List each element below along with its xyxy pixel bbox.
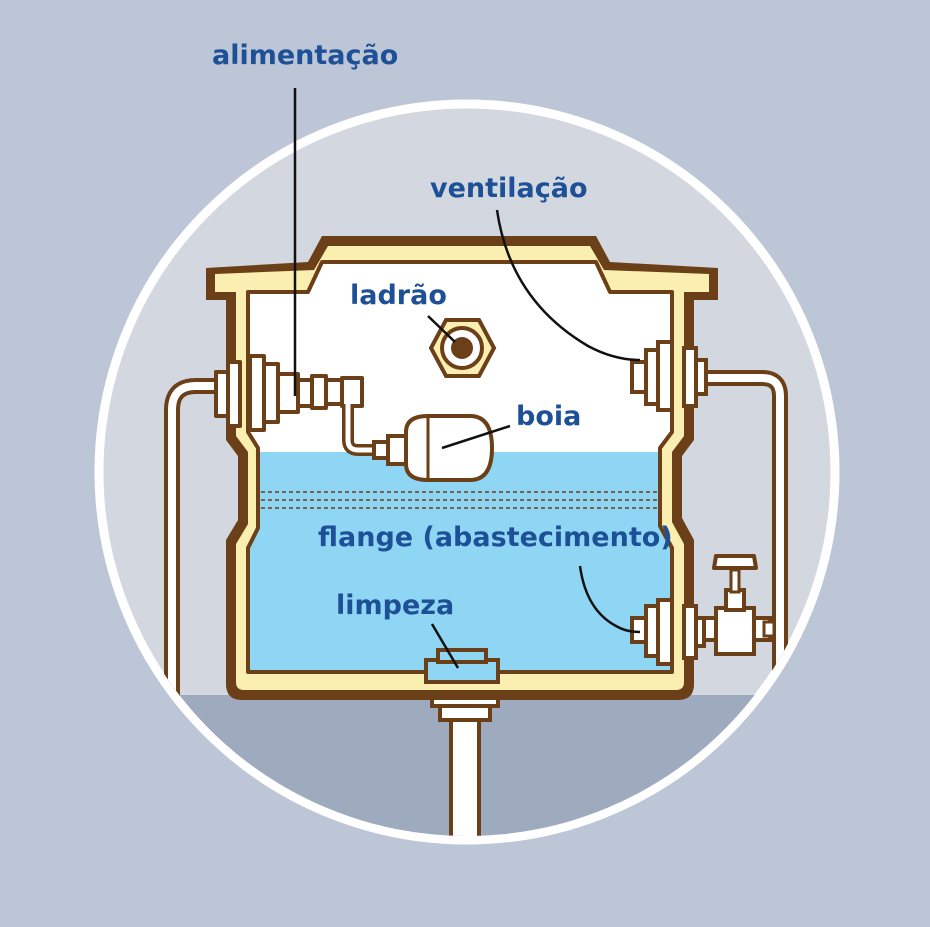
leader-lines [293,88,641,669]
inlet-flange [214,354,364,432]
cleaning-drain [424,648,500,684]
supply-flange [630,598,706,666]
label-flange: flange (abastecimento) [318,522,673,553]
label-limpeza: limpeza [336,590,455,621]
leader-ventilacao [495,209,641,362]
ventilation-flange [630,340,708,412]
float-assembly [342,404,495,482]
ventilation-pipe [705,370,788,720]
leader-ladrao [427,315,456,343]
leader-limpeza [430,623,460,669]
label-ladrao: ladrão [350,280,447,311]
leader-boia [441,424,511,450]
label-boia: boia [516,401,582,432]
label-alimentacao: alimentação [212,40,399,71]
label-ventilacao: ventilação [430,173,588,204]
leader-flange [578,565,641,634]
supply-pipe [164,378,226,700]
